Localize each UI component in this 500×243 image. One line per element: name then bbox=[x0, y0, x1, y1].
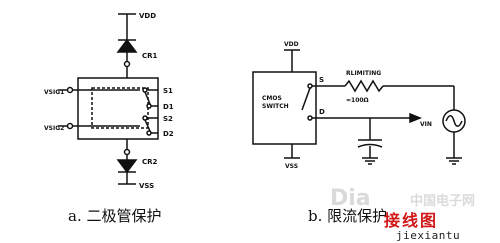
caption-a: a. 二极管保护 bbox=[68, 207, 162, 225]
chip-label-line1: CMOS bbox=[262, 95, 282, 102]
switch2-blade bbox=[144, 119, 151, 132]
vdd-label-b: VDD bbox=[284, 41, 299, 48]
watermark-right: 中国电子网 bbox=[410, 194, 476, 209]
vss-label-b: VSS bbox=[285, 163, 298, 170]
s-contact bbox=[307, 83, 313, 89]
chip-a-inner bbox=[91, 87, 149, 129]
vsig2-node bbox=[66, 122, 74, 130]
cr2-diode-icon bbox=[116, 159, 138, 174]
rlimit-value: ≈100Ω bbox=[346, 97, 369, 104]
s2-label: S2 bbox=[163, 115, 173, 123]
s1-contact bbox=[142, 87, 148, 93]
ac-sine-icon bbox=[445, 115, 463, 127]
diagram-b bbox=[252, 49, 466, 165]
d-contact bbox=[307, 115, 313, 121]
vdd-label-a: VDD bbox=[139, 12, 156, 20]
d1-label: D1 bbox=[163, 103, 174, 111]
d2-label: D2 bbox=[163, 130, 174, 138]
chip-label-line2: SWITCH bbox=[262, 103, 289, 110]
switch-b-blade bbox=[301, 87, 311, 111]
vsig1-label: VSIG1 bbox=[44, 89, 64, 96]
d-label: D bbox=[319, 108, 325, 116]
s1-label: S1 bbox=[163, 87, 173, 95]
diagram-a bbox=[58, 13, 159, 185]
cap-plate-bottom bbox=[357, 143, 383, 148]
s-label: S bbox=[319, 76, 324, 84]
watermark-logo: 接线图 bbox=[384, 211, 439, 230]
cr1-node bbox=[123, 60, 131, 68]
rlimit-label: RLIMITING bbox=[346, 70, 381, 77]
vsig2-label: VSIG2 bbox=[44, 125, 64, 132]
output-arrow-icon bbox=[409, 112, 423, 124]
cr2-node bbox=[123, 148, 131, 156]
d1-contact bbox=[146, 103, 152, 109]
d2-contact bbox=[146, 130, 152, 136]
watermark-site: jiexiantu bbox=[396, 229, 461, 242]
watermark-left: Dia bbox=[330, 186, 371, 211]
chip-b-body bbox=[252, 71, 317, 145]
chip-a-body bbox=[77, 77, 159, 140]
vin-label: VIN bbox=[420, 121, 432, 128]
rlimit-resistor-icon bbox=[344, 79, 384, 93]
s2-contact bbox=[142, 115, 148, 121]
cr1-diode-icon bbox=[116, 38, 138, 53]
cr2-label: CR2 bbox=[142, 158, 158, 166]
cr1-label: CR1 bbox=[142, 52, 158, 60]
switch1-blade bbox=[144, 91, 151, 105]
vsig1-node bbox=[66, 86, 74, 94]
vss-label-a: VSS bbox=[139, 182, 154, 190]
caption-b: b. 限流保护 bbox=[308, 207, 388, 225]
